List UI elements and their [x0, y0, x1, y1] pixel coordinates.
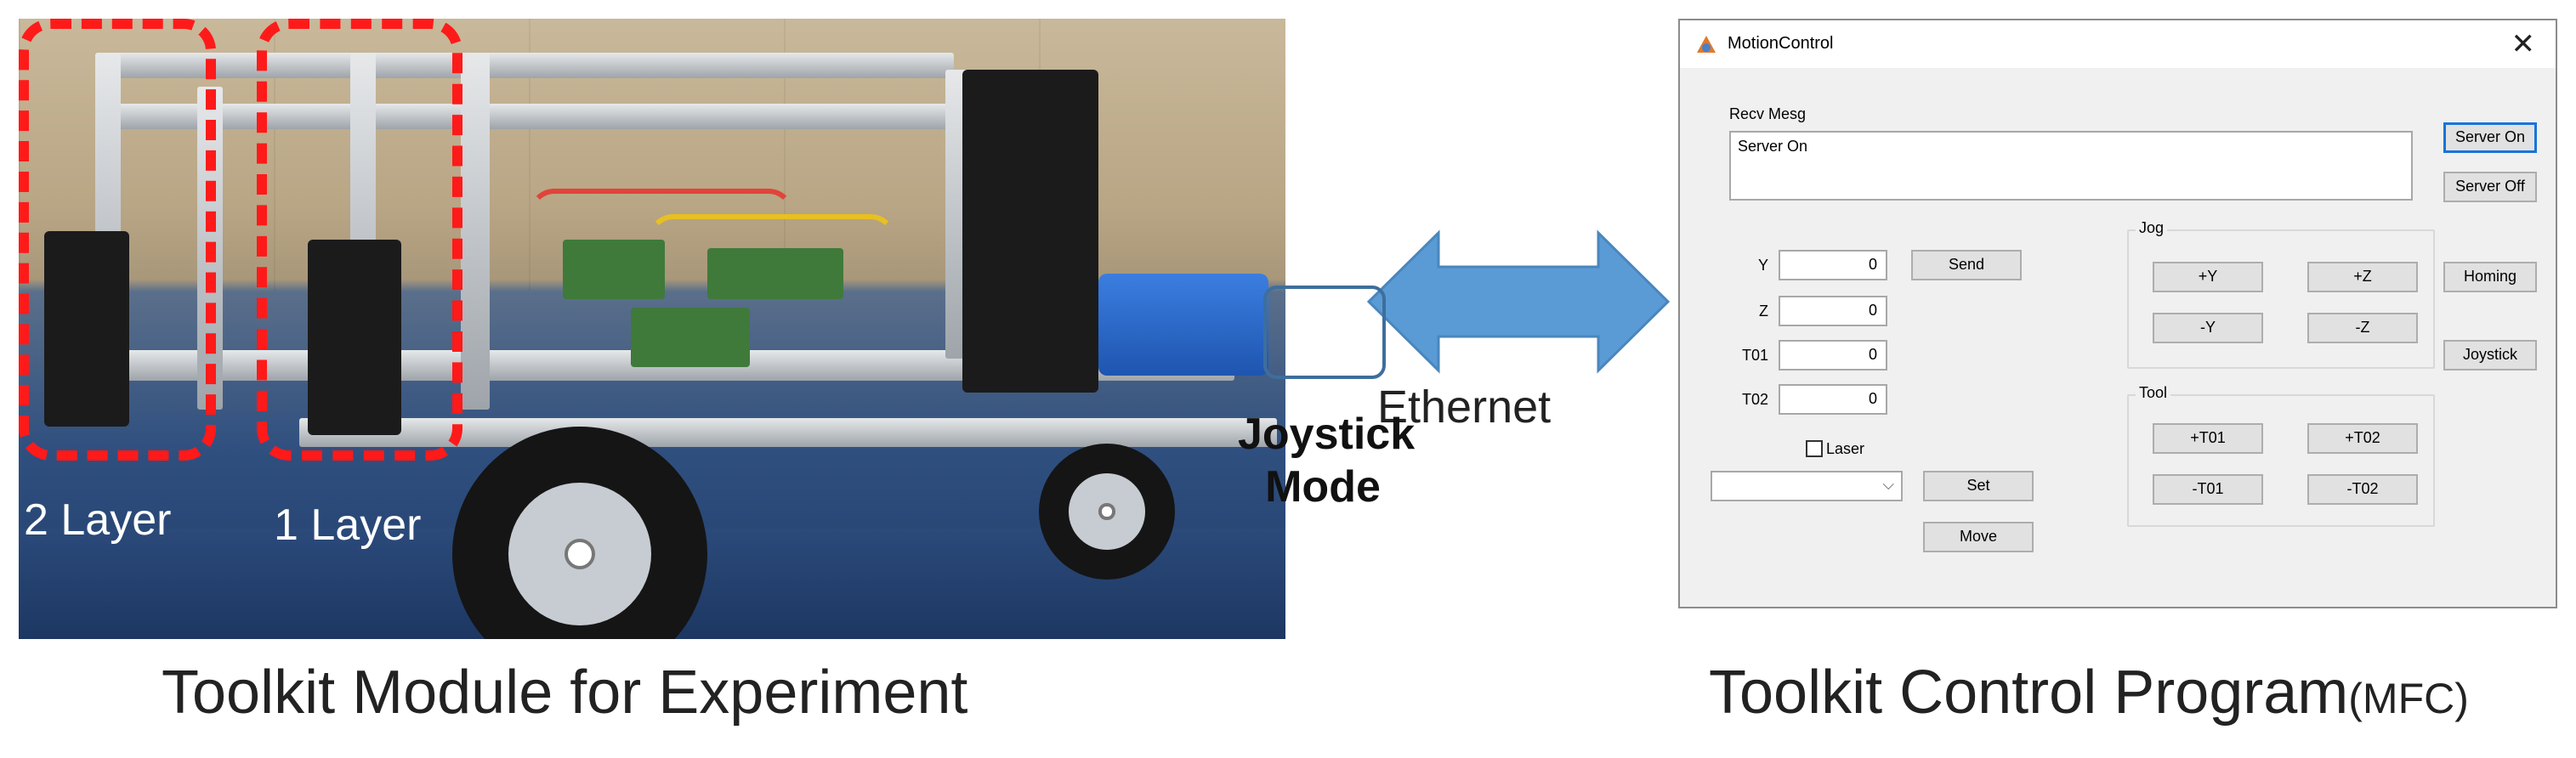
jog-minus-y-button[interactable]: -Y [2153, 313, 2263, 343]
layer-2-highlight [19, 19, 216, 461]
jog-plus-z-button[interactable]: +Z [2307, 262, 2418, 292]
y-input[interactable]: 0 [1779, 250, 1887, 280]
window-title: MotionControl [1728, 34, 1834, 53]
joystick-mode-line-1: Joystick [1238, 410, 1416, 459]
wheel-rear [1039, 444, 1175, 580]
battery-blue [1098, 274, 1268, 376]
wheel-front [452, 427, 707, 639]
battery-pack-left [44, 231, 129, 427]
ethernet-label: Ethernet [1377, 382, 1552, 433]
chevron-down-icon: ⌵ [1882, 476, 1894, 493]
wiring-red [529, 189, 794, 301]
tool-group [2127, 394, 2435, 527]
tool-plus-t01-button[interactable]: +T01 [2153, 423, 2263, 454]
close-icon[interactable]: ✕ [2511, 28, 2536, 60]
tool-group-title: Tool [2136, 384, 2171, 402]
recv-mesg-label: Recv Mesg [1729, 105, 1807, 122]
server-off-button[interactable]: Server Off [2443, 172, 2537, 202]
jog-minus-z-button[interactable]: -Z [2307, 313, 2418, 343]
joystick-highlight [1263, 286, 1386, 379]
laser-checkbox[interactable] [1806, 440, 1823, 457]
motor-block [308, 240, 401, 435]
tool-minus-t01-button[interactable]: -T01 [2153, 474, 2263, 505]
homing-button[interactable]: Homing [2443, 262, 2537, 292]
frame-post-4 [461, 53, 490, 410]
robot-photo: 2 Layer 1 Layer [19, 19, 1285, 639]
frame-mid-rail [104, 104, 996, 129]
joystick-button[interactable]: Joystick [2443, 340, 2537, 371]
field-label-z: Z [1759, 303, 1768, 320]
joystick-mode-annotation: Joystick Mode [1238, 408, 1416, 513]
jog-plus-y-button[interactable]: +Y [2153, 262, 2263, 292]
layer-1-label: 1 Layer [274, 501, 422, 550]
tool-minus-t02-button[interactable]: -T02 [2307, 474, 2418, 505]
recv-message-box[interactable]: Server On [1729, 131, 2413, 201]
joystick-mode-line-2: Mode [1265, 462, 1381, 512]
mode-select[interactable]: ⌵ [1711, 471, 1903, 501]
wiring-yellow [648, 214, 896, 309]
left-caption: Toolkit Module for Experiment [162, 659, 968, 727]
send-button[interactable]: Send [1911, 250, 2022, 280]
server-on-button[interactable]: Server On [2443, 122, 2537, 153]
move-button[interactable]: Move [1923, 522, 2034, 552]
app-icon [1697, 36, 1716, 53]
layer-2-label: 2 Layer [24, 495, 172, 545]
title-bar: MotionControl ✕ [1680, 20, 2556, 68]
laser-label: Laser [1826, 440, 1865, 457]
tool-plus-t02-button[interactable]: +T02 [2307, 423, 2418, 454]
field-label-t01: T01 [1741, 347, 1768, 364]
ethernet-arrow-icon [1366, 229, 1671, 374]
motion-control-window: MotionControl ✕ Recv Mesg Server On Serv… [1678, 19, 2557, 608]
t01-input[interactable]: 0 [1779, 340, 1887, 371]
right-caption: Toolkit Control Program(MFC) [1709, 658, 2469, 727]
jog-group [2127, 229, 2435, 369]
jog-group-title: Jog [2136, 219, 2168, 237]
frame-top-rail [104, 53, 954, 78]
set-button[interactable]: Set [1923, 471, 2034, 501]
right-caption-suffix: (MFC) [2348, 675, 2469, 722]
right-caption-main: Toolkit Control Program [1709, 659, 2349, 727]
layer-1-highlight [257, 19, 462, 461]
field-label-t02: T02 [1741, 391, 1768, 408]
z-input[interactable]: 0 [1779, 296, 1887, 326]
field-label-y: Y [1757, 257, 1768, 274]
actuator-motor [962, 70, 1098, 393]
t02-input[interactable]: 0 [1779, 384, 1887, 415]
control-board-3 [631, 308, 750, 367]
